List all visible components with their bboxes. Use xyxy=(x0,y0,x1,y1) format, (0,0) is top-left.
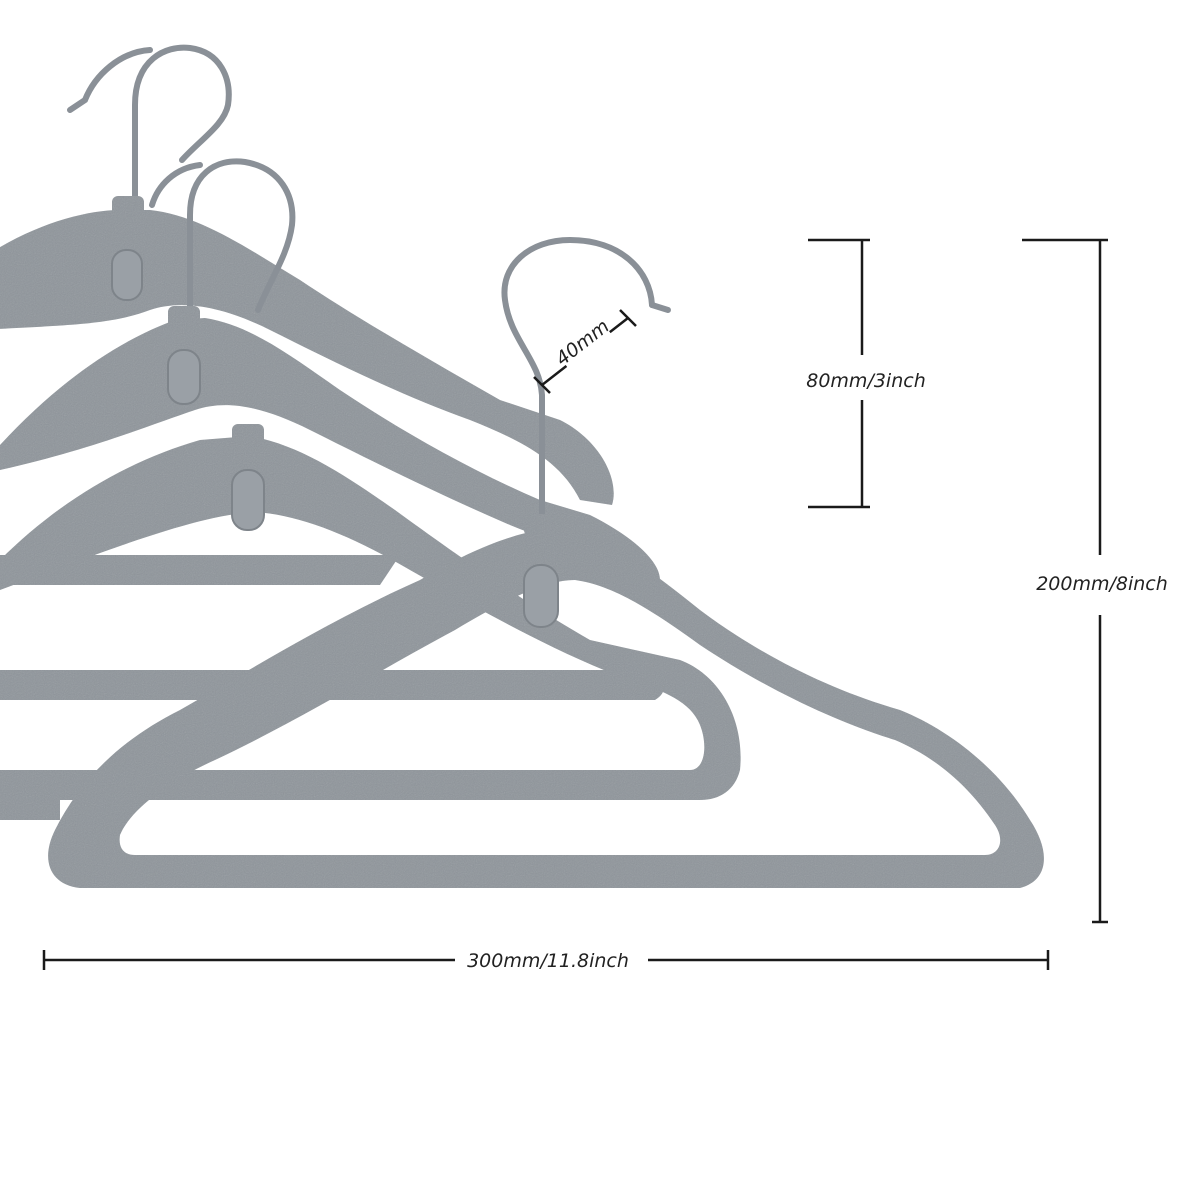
dimension-hook-width: 40mm xyxy=(533,309,637,394)
hook-width-label: 40mm xyxy=(552,315,614,370)
hook-height-label: 80mm/3inch xyxy=(806,370,926,392)
hook-clip xyxy=(523,564,559,628)
hanger-icon xyxy=(0,196,614,505)
hook-icon xyxy=(132,44,232,213)
hook-clip xyxy=(167,349,201,405)
hook-icon xyxy=(187,158,296,333)
hanger-icon xyxy=(0,306,665,700)
hook-icon xyxy=(501,236,655,523)
hook-icon-tip xyxy=(649,302,671,313)
hook-icon-tail xyxy=(149,162,203,208)
total-width-label: 300mm/11.8inch xyxy=(467,950,629,972)
hook-icon-tail xyxy=(67,47,153,113)
hook-clip xyxy=(231,469,265,531)
total-height-label: 200mm/8inch xyxy=(1036,573,1168,595)
hanger-back xyxy=(0,44,614,505)
hanger-middle xyxy=(0,158,665,700)
hook-clip xyxy=(111,249,143,301)
dimension-total-width: 300mm/11.8inch xyxy=(42,950,1050,972)
dimension-hook-height: 80mm/3inch xyxy=(806,238,926,509)
hanger-icon xyxy=(48,514,1044,888)
hanger-front xyxy=(48,236,1044,888)
dimension-total-height: 200mm/8inch xyxy=(1022,238,1168,924)
hanger-icon xyxy=(0,424,741,820)
hanger-third xyxy=(0,424,741,820)
